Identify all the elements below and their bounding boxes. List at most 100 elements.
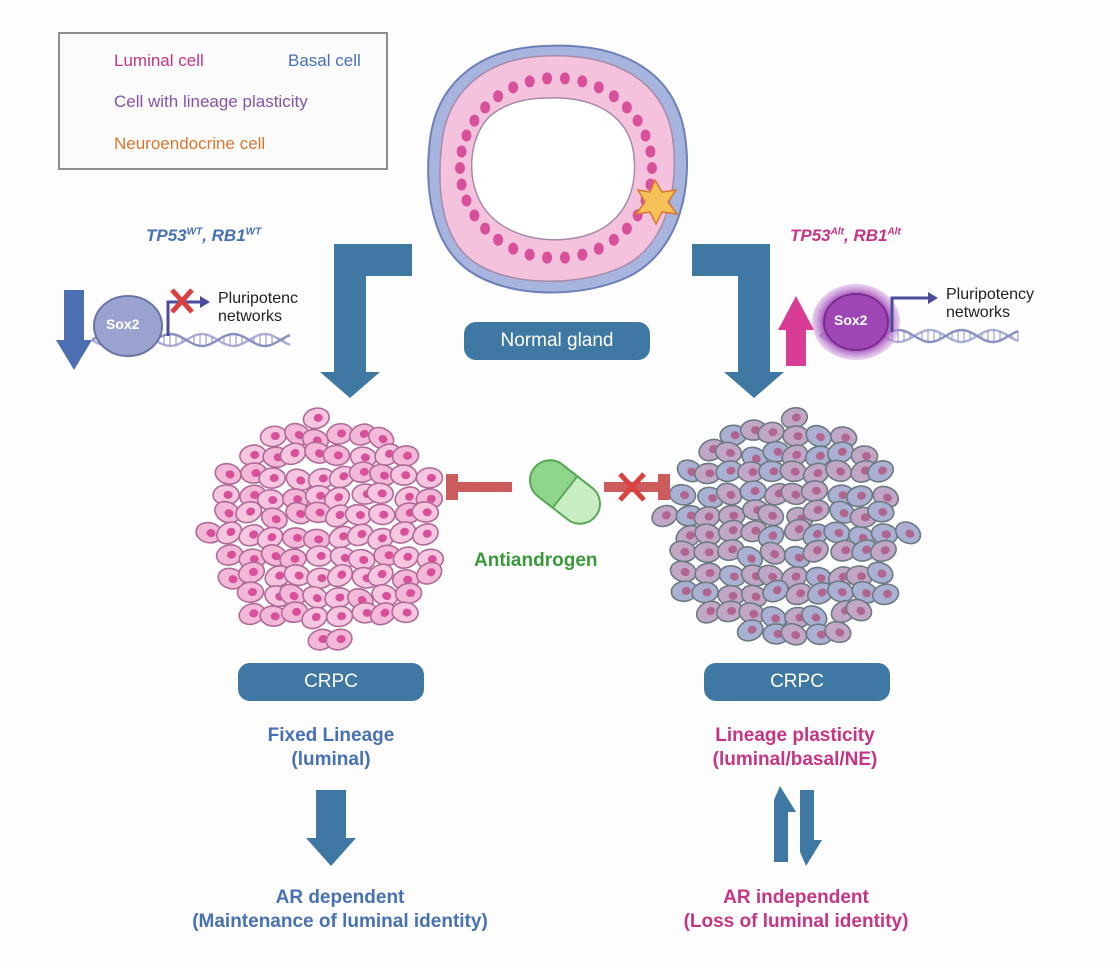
tumor-cell: [830, 539, 858, 562]
tumor-cell: [236, 581, 265, 604]
tumor-cell: [651, 504, 679, 528]
tumor-cell: [867, 460, 895, 483]
gland-nucleus: [456, 145, 467, 158]
gland-nucleus: [456, 178, 467, 191]
legend-box: Luminal cell Basal cell Cell with lineag…: [58, 32, 388, 170]
left-network-line2: networks: [218, 308, 283, 325]
tumor-cell: [325, 422, 354, 445]
left-network-label: Pluripotenc networks: [218, 290, 298, 326]
gland-nucleus: [508, 242, 519, 255]
tumor-cell: [757, 525, 785, 548]
tumor-cell: [367, 563, 394, 587]
left-lineage-caption: Fixed Lineage (luminal): [206, 724, 456, 772]
normal-gland-pill: Normal gland: [464, 322, 650, 360]
tumor-cell: [328, 465, 356, 489]
gland-nucleus: [542, 251, 553, 264]
gland-nucleus: [559, 251, 570, 264]
left-down-arrow: [56, 290, 92, 370]
tumor-cell: [736, 546, 763, 570]
right-lineage-caption: Lineage plasticity (luminal/basal/NE): [660, 724, 930, 772]
gland-nucleus: [640, 129, 651, 142]
tumor-cell: [807, 581, 834, 605]
tumor-cell: [216, 521, 243, 545]
right-sox2-label: Sox2: [834, 312, 868, 328]
left-result-line2: (Maintenance of luminal identity): [192, 911, 488, 932]
tumor-cell: [694, 562, 722, 585]
tumor-cell: [780, 622, 808, 646]
tumor-cell: [825, 459, 853, 482]
tumor-cell: [693, 541, 721, 564]
left-sox2-label: Sox2: [106, 316, 140, 332]
tumor-cell: [845, 565, 874, 587]
neuroendocrine-cell-in-gland: [634, 178, 679, 226]
tumor-cell: [759, 541, 787, 565]
gland-nucleus: [524, 248, 535, 261]
left-inhibition-bar: [446, 474, 512, 500]
left-blocked-x-icon: [170, 288, 194, 314]
tumor-cell: [851, 580, 878, 604]
tumor-cell: [412, 523, 439, 546]
left-lineage-line2: (luminal): [291, 749, 371, 770]
tumor-cell: [324, 586, 352, 609]
gland-nucleus: [621, 101, 632, 114]
tumor-cell: [717, 519, 745, 542]
tumor-cell: [736, 619, 764, 642]
tumor-cell: [302, 407, 330, 430]
tumor-cell: [869, 539, 897, 563]
tumor-cell: [389, 521, 417, 544]
gland-nucleus: [542, 72, 553, 85]
gland-nucleus: [645, 145, 656, 158]
left-crpc-pill: CRPC: [238, 663, 424, 701]
legend-basal-label: Basal cell: [288, 51, 361, 70]
gland-nucleus: [524, 75, 535, 88]
left-outcome-caption: AR dependent (Maintenance of luminal ide…: [150, 886, 530, 934]
legend-ne-label: Neuroendocrine cell: [114, 134, 266, 153]
right-lineage-line2: (luminal/basal/NE): [712, 749, 878, 770]
right-crpc-pill: CRPC: [704, 663, 890, 701]
tumor-cell: [802, 499, 830, 522]
tumor-cell: [347, 548, 376, 571]
gland-nucleus: [608, 233, 619, 246]
tumor-cell: [715, 600, 744, 623]
tumor-cell: [780, 407, 809, 429]
legend-luminal-label: Luminal cell: [114, 51, 204, 70]
tumor-cell: [668, 483, 697, 506]
tumor-cell: [368, 503, 396, 526]
left-tumor-luminal: [195, 407, 445, 651]
gland-nucleus: [593, 242, 604, 255]
tumor-cell: [281, 527, 310, 549]
tumor-cell: [826, 580, 855, 603]
tumor-cell: [867, 500, 895, 523]
gland-nucleus: [577, 75, 588, 88]
tumor-cell: [758, 460, 786, 483]
right-sox2-module: [778, 284, 1019, 366]
tumor-cell: [301, 606, 328, 630]
right-tumor-plastic: [651, 407, 922, 646]
tumor-cell: [739, 480, 767, 503]
tumor-cell: [866, 561, 894, 585]
gland-nucleus: [461, 194, 472, 207]
tumor-cell: [392, 546, 420, 569]
right-gene-a-sup: Alt: [830, 226, 844, 238]
gland-nucleus: [469, 209, 480, 222]
tumor-cell: [238, 602, 266, 626]
tumor-cell: [801, 605, 828, 629]
tumor-cell: [259, 605, 287, 627]
right-network-label: Pluripotency networks: [946, 286, 1034, 322]
tumor-cell: [389, 464, 418, 486]
tumor-cell: [826, 441, 855, 464]
tumor-cell: [715, 482, 743, 506]
left-gene-sep: ,: [202, 226, 212, 245]
tumor-cell: [824, 620, 852, 644]
tumor-cell: [391, 601, 419, 624]
right-network-line2: networks: [946, 304, 1011, 321]
tumor-cell: [325, 628, 353, 651]
tumor-cell: [694, 462, 722, 485]
gland-nucleus: [469, 114, 480, 127]
right-promoter-arrow: [890, 296, 928, 332]
tumor-cell: [328, 525, 356, 549]
right-lineage-line1: Lineage plasticity: [715, 725, 875, 746]
tumor-cell: [782, 425, 810, 447]
tumor-cell: [370, 602, 397, 626]
